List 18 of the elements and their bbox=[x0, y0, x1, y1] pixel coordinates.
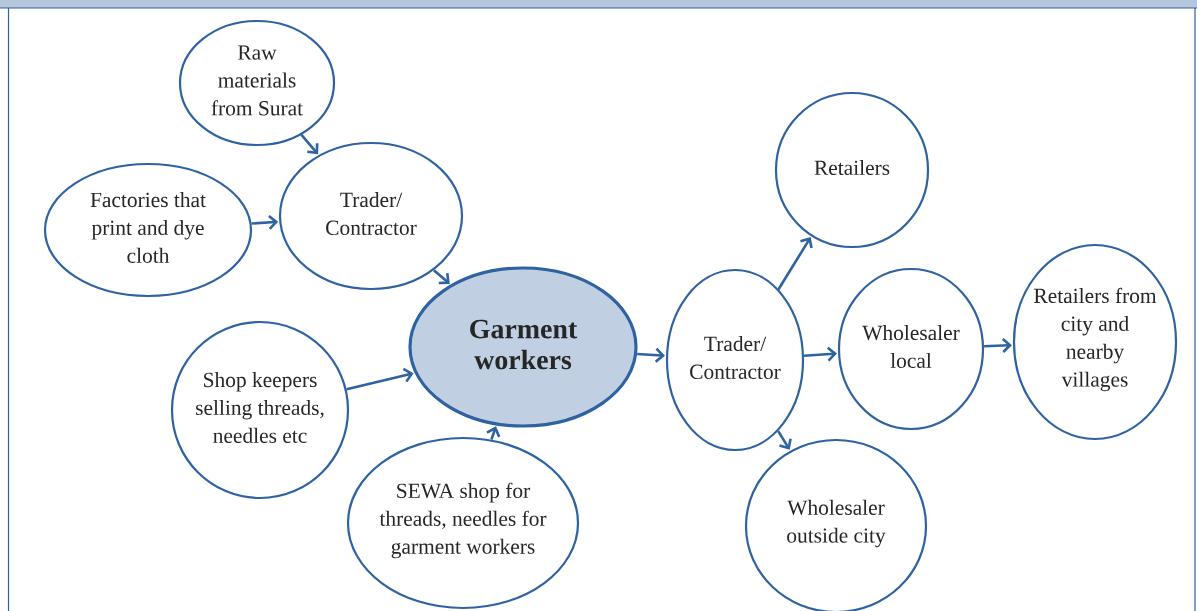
arrow bbox=[777, 237, 813, 290]
arrow bbox=[803, 346, 838, 362]
arrow bbox=[300, 134, 319, 155]
arrow bbox=[637, 347, 665, 363]
ellipse-node: Raw materials from Surat bbox=[178, 19, 336, 147]
arrow bbox=[433, 269, 450, 285]
ellipse-node: Trader/ Contractor bbox=[665, 268, 805, 452]
ellipse-node: Wholesaler local bbox=[837, 267, 985, 431]
ellipse-node: Trader/ Contractor bbox=[278, 141, 464, 291]
arrow bbox=[777, 430, 792, 450]
arrow bbox=[984, 338, 1012, 353]
ellipse-node: Factories that print and dye cloth bbox=[43, 162, 253, 298]
ellipse-node: Retailers from city and nearby villages bbox=[1012, 243, 1178, 441]
arrow bbox=[346, 367, 414, 391]
ellipse-node: SEWA shop for threads, needles for garment workers bbox=[346, 436, 580, 610]
arrow bbox=[251, 214, 279, 230]
ellipse-node: Retailers bbox=[774, 91, 930, 249]
ellipse-node: Shop keepers selling threads, needles etc bbox=[170, 320, 350, 500]
